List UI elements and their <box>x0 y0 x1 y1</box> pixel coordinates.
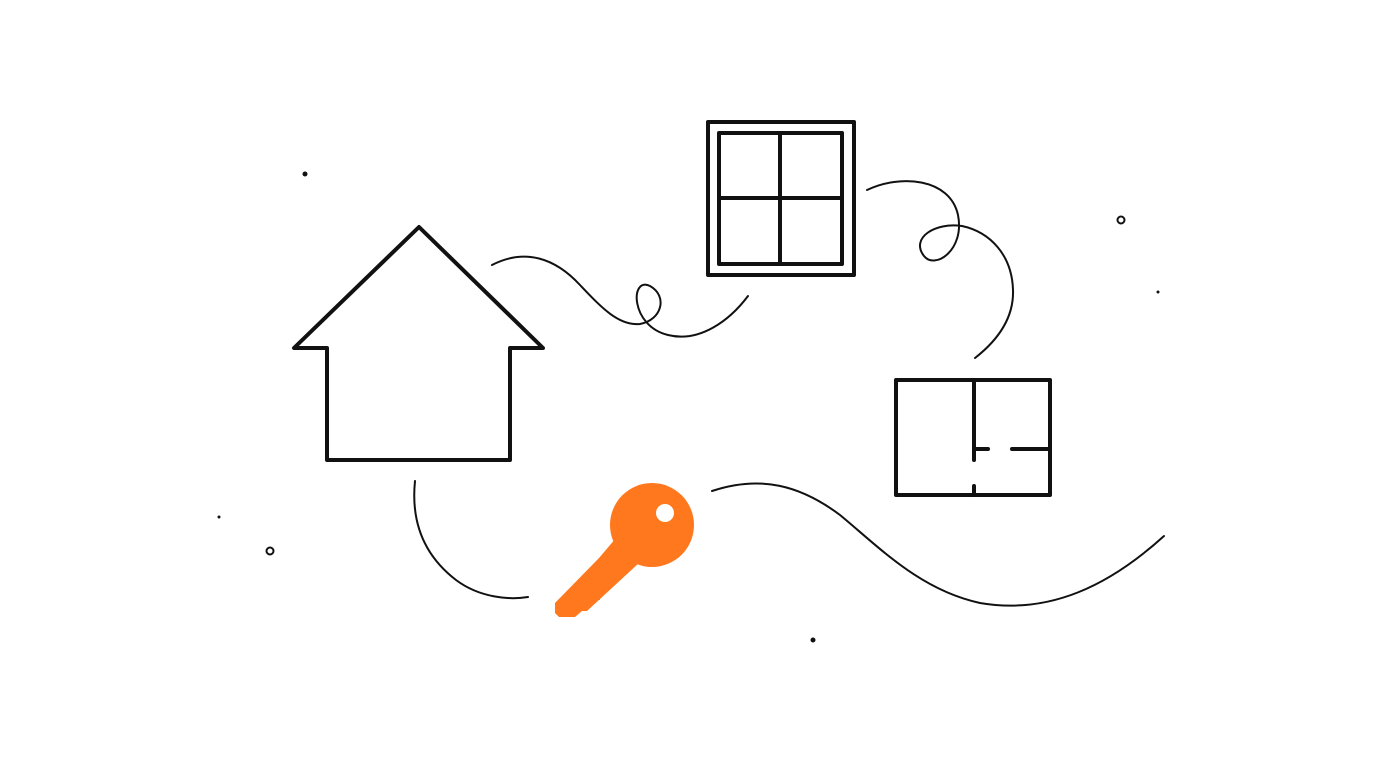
connector-lines <box>413 180 1165 607</box>
key-hole <box>656 504 674 522</box>
ring <box>1116 215 1126 225</box>
connector-window-plan <box>866 180 1015 359</box>
window-icon <box>706 120 856 277</box>
key-icon <box>555 483 694 617</box>
connector-house-key <box>413 480 529 600</box>
key-blade <box>555 538 640 617</box>
key-teeth <box>586 584 600 600</box>
dot <box>810 637 816 643</box>
dot <box>302 171 308 177</box>
ring <box>265 546 275 556</box>
key-bow <box>610 483 694 567</box>
connector-house-window <box>491 255 749 338</box>
house-icon <box>292 225 545 462</box>
floor-plan-icon <box>894 378 1052 497</box>
decorative-dots <box>217 171 1160 643</box>
dot <box>1156 290 1160 294</box>
dot <box>217 515 221 519</box>
connector-key-plan <box>711 482 1165 607</box>
